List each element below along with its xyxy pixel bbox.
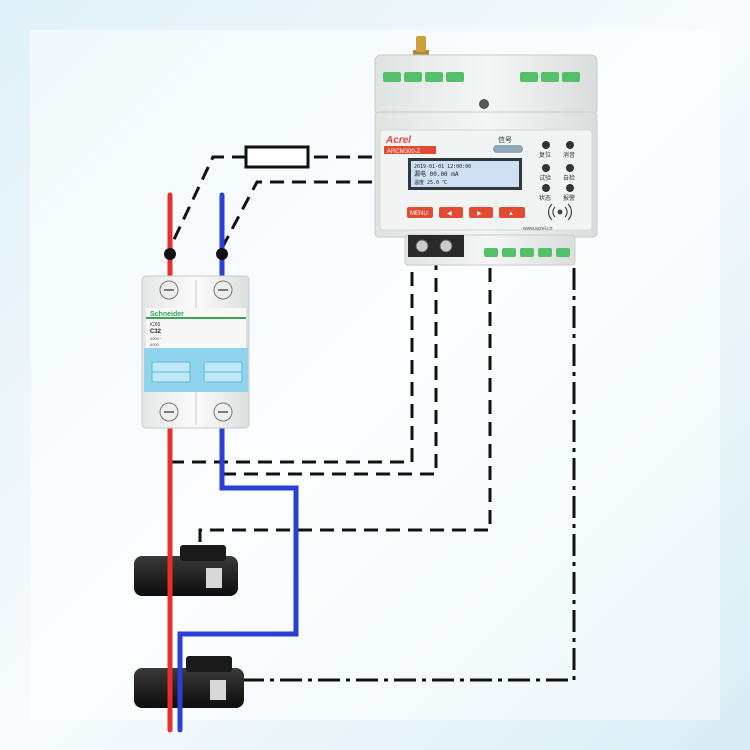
- ct1-side-connector: [180, 545, 226, 561]
- meter-screen-line3: 温度 25.0 ℃: [414, 179, 447, 186]
- key-label-2: ◀: [447, 211, 452, 217]
- breaker-spec-3: 400V~: [150, 336, 162, 341]
- antenna: [416, 36, 426, 52]
- side-button-label-6: 报警: [563, 194, 575, 202]
- key-2[interactable]: [439, 207, 463, 218]
- meter-device: Acrel ARCM300-Z 信号 2019-01-01 12:00:00 漏…: [374, 36, 598, 266]
- live-junction: [164, 248, 176, 260]
- meter-screen: [411, 161, 519, 187]
- ct1-body: [134, 556, 238, 596]
- meter-side-buttons: 复位 消音 试验 自检 状态 报警: [539, 141, 575, 202]
- ct2-side-connector: [186, 656, 232, 672]
- meter-indicator-window: [493, 145, 523, 153]
- key-label-1: MENU: [410, 211, 428, 217]
- live-out-line: [170, 262, 414, 464]
- resistor-line-left: [168, 155, 246, 249]
- meter-keys: MENU ◀ ▶ ▲: [407, 207, 525, 218]
- breaker-brand: Schneider: [150, 311, 184, 318]
- side-button-4[interactable]: [566, 164, 574, 172]
- meter-website: www.acrel.cn: [523, 226, 553, 232]
- key-3[interactable]: [469, 207, 493, 218]
- neutral-junction: [216, 248, 228, 260]
- ct1-signal-line: [198, 268, 492, 542]
- side-button-6[interactable]: [566, 184, 574, 192]
- ct2-signal-line: [242, 268, 576, 682]
- key-label-4: ▲: [508, 211, 514, 217]
- side-button-5[interactable]: [542, 184, 550, 192]
- side-button-label-1: 复位: [539, 151, 551, 159]
- ct2-label: [210, 680, 226, 700]
- side-button-label-3: 试验: [539, 174, 551, 182]
- meter-model: ARCM300-Z: [387, 149, 421, 155]
- resistor: [244, 145, 310, 169]
- terminal-screw-2: [439, 239, 453, 253]
- side-button-3[interactable]: [542, 164, 550, 172]
- neutral-out-line: [222, 262, 438, 476]
- meter-screen-line2: 漏电 00.00 mA: [414, 170, 459, 178]
- meter-bottom-terminals: [484, 248, 570, 257]
- key-label-3: ▶: [477, 211, 482, 217]
- breaker-spec-1: iC65: [150, 322, 161, 328]
- terminal-screw-1: [415, 239, 429, 253]
- key-1[interactable]: [407, 207, 433, 218]
- neutral-wire-loop: [177, 422, 299, 733]
- neutral-sense-line: [220, 180, 372, 249]
- ct2-body: [134, 668, 244, 708]
- meter-signal-label: 信号: [498, 135, 512, 144]
- ct1-label: [206, 568, 222, 588]
- wireless-icon: [548, 203, 572, 221]
- key-4[interactable]: [499, 207, 525, 218]
- meter-top-terminals: [383, 72, 580, 82]
- breaker-label-band: [146, 308, 246, 348]
- circuit-breaker: Schneider iC65 C32 400V~ 6000: [141, 275, 250, 429]
- side-button-label-5: 状态: [539, 194, 551, 202]
- meter-screen-line1: 2019-01-01 12:00:00: [414, 164, 471, 170]
- current-transformer-2: [134, 656, 244, 708]
- side-button-label-2: 消音: [563, 151, 575, 159]
- breaker-spec-4: 6000: [150, 342, 160, 347]
- side-button-2[interactable]: [566, 141, 574, 149]
- meter-model-badge: [384, 146, 436, 154]
- current-transformer-1: [134, 545, 238, 596]
- breaker-spec-2: C32: [150, 329, 162, 335]
- side-button-1[interactable]: [542, 141, 550, 149]
- meter-brand: Acrel: [385, 135, 411, 146]
- signal-lines: [168, 155, 576, 682]
- side-button-label-4: 自检: [563, 174, 575, 182]
- meter-top-screw: [479, 99, 489, 109]
